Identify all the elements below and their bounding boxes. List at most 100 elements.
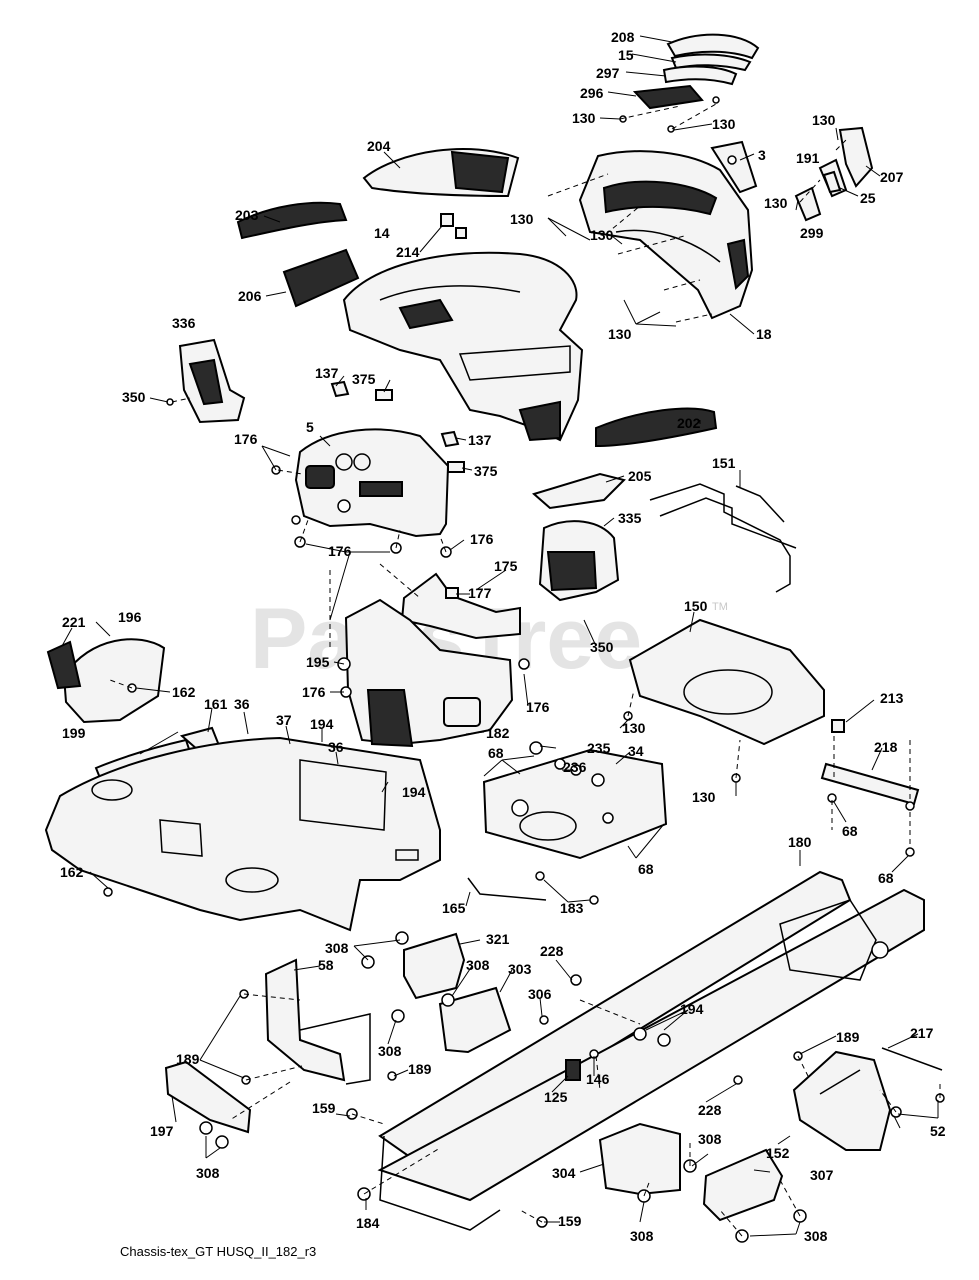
callout-label: 137 — [315, 365, 339, 381]
callout-label: 176 — [470, 531, 494, 547]
callout-label: 199 — [62, 725, 86, 741]
callout-label: 197 — [150, 1123, 174, 1139]
callout-label: 165 — [442, 900, 466, 916]
part-203 — [236, 201, 348, 240]
callout-label: 5 — [306, 419, 314, 435]
callout-label: 152 — [766, 1145, 790, 1161]
callout-label: 194 — [680, 1001, 704, 1017]
callout-label: 162 — [60, 864, 84, 880]
part-208 — [666, 33, 760, 60]
callout-label: 307 — [810, 1167, 834, 1183]
diagram-caption: Chassis-tex_GT HUSQ_II_182_r3 — [120, 1244, 316, 1259]
part-297 — [662, 65, 738, 86]
part-207 — [838, 126, 874, 188]
callout-label: 52 — [930, 1123, 946, 1139]
callout-label: 207 — [880, 169, 904, 185]
callout-label: 217 — [910, 1025, 934, 1041]
callout-label: 130 — [608, 326, 632, 342]
callout-label: 189 — [176, 1051, 200, 1067]
callout-label: 68 — [488, 745, 504, 761]
part-196 — [62, 638, 166, 724]
callout-label: 36 — [234, 696, 250, 712]
callout-label: 130 — [622, 720, 646, 736]
callout-label: 228 — [540, 943, 564, 959]
callout-label: 308 — [466, 957, 490, 973]
callout-label: 308 — [378, 1043, 402, 1059]
callout-label: 176 — [328, 543, 352, 559]
callout-label: 189 — [408, 1061, 432, 1077]
part-303 — [438, 986, 512, 1054]
callout-label: 189 — [836, 1029, 860, 1045]
callout-label: 68 — [842, 823, 858, 839]
callout-label: 175 — [494, 558, 518, 574]
callout-label: 235 — [587, 740, 611, 756]
part-37 — [44, 736, 441, 932]
callout-label: 350 — [590, 639, 614, 655]
part-3 — [710, 140, 758, 194]
callout-label: 183 — [560, 900, 584, 916]
callout-label: 335 — [618, 510, 642, 526]
callout-label: 213 — [880, 690, 904, 706]
callout-label: 14 — [374, 225, 390, 241]
callout-label: 297 — [596, 65, 620, 81]
part-205 — [531, 472, 626, 510]
callout-label: 206 — [238, 288, 262, 304]
callout-label: 137 — [468, 432, 492, 448]
part-152 — [792, 1050, 892, 1151]
callout-label: 176 — [302, 684, 326, 700]
part-304 — [598, 1122, 681, 1196]
part-175 — [400, 572, 521, 640]
callout-label: 296 — [580, 85, 604, 101]
callout-label: 130 — [812, 112, 836, 128]
callout-label: 191 — [796, 150, 820, 166]
callout-label: 182 — [486, 725, 510, 741]
part-shapes — [44, 33, 945, 1243]
watermark-tm: TM — [712, 601, 728, 613]
callout-label: 34 — [628, 743, 644, 759]
part-34 — [482, 748, 668, 860]
leader-lines — [61, 35, 941, 1237]
part-197 — [164, 1060, 252, 1134]
part-165 — [467, 877, 547, 901]
callout-label: 58 — [318, 957, 334, 973]
callout-label: 308 — [325, 940, 349, 956]
callout-label: 150 — [684, 598, 708, 614]
callout-label: 130 — [572, 110, 596, 126]
callout-label: 130 — [764, 195, 788, 211]
callout-label: 308 — [196, 1165, 220, 1181]
callout-label: 375 — [352, 371, 376, 387]
frame-right-rail — [377, 888, 925, 1202]
callout-label: 236 — [563, 759, 587, 775]
callout-label: 375 — [474, 463, 498, 479]
callout-label: 205 — [628, 468, 652, 484]
callout-label: 162 — [172, 684, 196, 700]
callout-label: 214 — [396, 244, 420, 260]
callout-label: 130 — [712, 116, 736, 132]
callout-label: 194 — [310, 716, 334, 732]
part-206 — [282, 248, 360, 308]
callout-label: 308 — [804, 1228, 828, 1244]
callout-label: 176 — [526, 699, 550, 715]
callout-label: 221 — [62, 614, 86, 630]
callout-label: 194 — [402, 784, 426, 800]
callout-label: 350 — [122, 389, 146, 405]
callout-label: 321 — [486, 931, 510, 947]
part-296 — [632, 84, 704, 110]
callout-label: 159 — [312, 1100, 336, 1116]
callout-label: 208 — [611, 29, 635, 45]
part-202 — [595, 407, 718, 448]
callout-label: 68 — [638, 861, 654, 877]
callout-label: 308 — [630, 1228, 654, 1244]
callout-label: 308 — [698, 1131, 722, 1147]
part-321 — [403, 932, 466, 1000]
callout-label: 336 — [172, 315, 196, 331]
callout-label: 218 — [874, 739, 898, 755]
callout-label: 203 — [235, 207, 259, 223]
callout-label: 204 — [367, 138, 391, 154]
callout-label: 25 — [860, 190, 876, 206]
part-150 — [628, 618, 825, 746]
callout-label: 151 — [712, 455, 736, 471]
callout-label: 159 — [558, 1213, 582, 1229]
callout-label: 130 — [510, 211, 534, 227]
callout-label: 304 — [552, 1165, 576, 1181]
